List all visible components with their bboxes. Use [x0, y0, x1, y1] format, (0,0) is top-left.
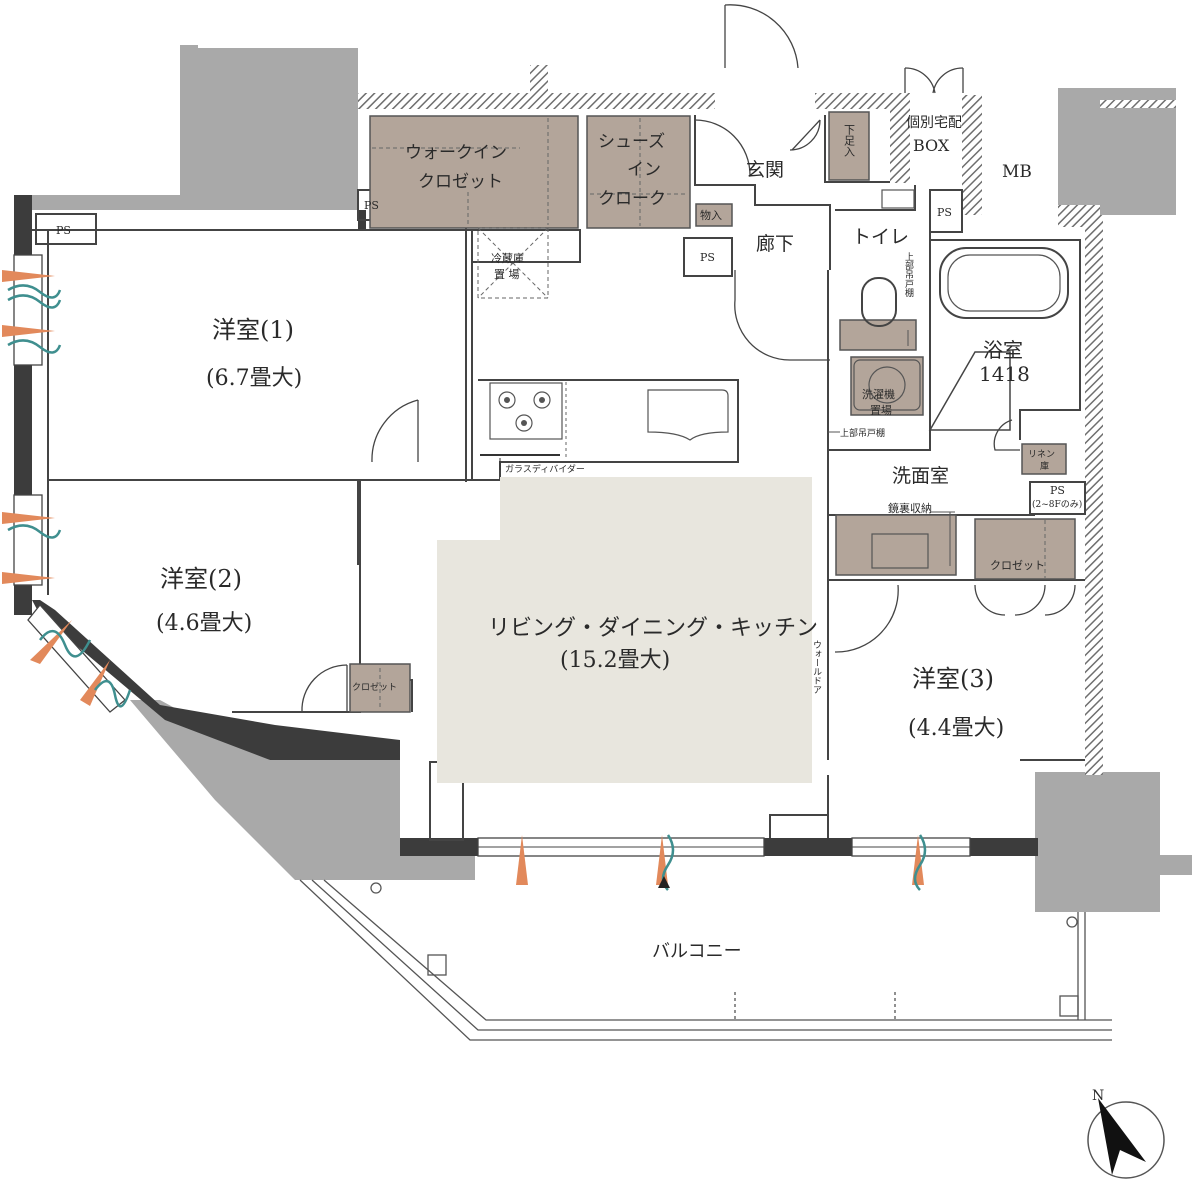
upper-cabinet-label: 上部吊戸棚: [840, 427, 885, 439]
room-balcony: バルコニー: [652, 941, 742, 962]
closet-label-3: クロゼット: [990, 559, 1045, 572]
ps-label-2: PS: [364, 199, 379, 212]
walkin-line2: クロゼット: [418, 172, 503, 192]
toilet-cabinet: [839, 319, 917, 351]
washer-line2: 置場: [870, 404, 892, 417]
room-hallway: 廊下: [756, 233, 794, 255]
ps-note-label: PS: [1050, 484, 1065, 497]
ps-label-1: PS: [56, 224, 71, 237]
compass: N: [1087, 1088, 1165, 1179]
bedroom3-closet-block: [974, 518, 1076, 580]
balcony-rails: [299, 879, 1112, 1041]
room-western1-size: (6.7畳大): [206, 366, 302, 391]
kitchen-counter: [477, 227, 729, 470]
airflow-markers: [2, 270, 927, 891]
fridge-line2: 置 場: [494, 268, 520, 281]
vanity-counter: [835, 514, 957, 576]
room-western3-name: 洋室(3): [912, 665, 994, 693]
room-washroom: 洗面室: [892, 465, 949, 487]
storage-block: [695, 203, 733, 227]
shoebox-block: [828, 111, 870, 181]
glass-divider-label: ガラスディバイダー: [505, 463, 585, 475]
linen-line2: 庫: [1040, 460, 1049, 472]
room-toilet: トイレ: [852, 226, 909, 248]
room-ldk-size: (15.2畳大): [560, 648, 670, 673]
door-swings: [301, 4, 1076, 713]
shoes-line3: クローク: [598, 189, 666, 209]
room-western2-size: (4.6畳大): [156, 611, 252, 636]
room-mb: MB: [1002, 162, 1032, 182]
storage-label: 物入: [700, 208, 722, 222]
mirror-storage-label: 鏡裏収納: [888, 501, 932, 515]
closet-label-2: クロゼット: [352, 681, 397, 693]
bath-fixtures: [853, 189, 1069, 569]
washer-line1: 洗濯機: [862, 387, 895, 401]
closets: [349, 111, 1076, 713]
room-bath-name: 浴室: [983, 338, 1023, 362]
linen-line1: リネン: [1028, 449, 1055, 460]
ps-label-4: PS: [937, 206, 952, 219]
minor-labels: PS PS PS PS PS (2~8Fのみ) 物入 クロゼット クロゼット 冷…: [56, 124, 1082, 694]
wall-door-label: ウォールドア: [811, 640, 822, 694]
room-labels: 洋室(1) (6.7畳大) 洋室(2) (4.6畳大) 洋室(3) (4.4畳大…: [156, 115, 1032, 962]
shoes-line2: イン: [627, 160, 661, 180]
room-entrance: 玄関: [746, 159, 784, 181]
room-ldk-name: リビング・ダイニング・キッチン: [488, 616, 818, 641]
shoebox-label: 下足入: [843, 124, 856, 157]
room-bath-code: 1418: [979, 362, 1030, 386]
deliverybox-line1: 個別宅配: [906, 115, 962, 131]
room-western1-name: 洋室(1): [212, 316, 294, 344]
compass-north-label: N: [1092, 1088, 1104, 1104]
walkin-closet-block: [369, 115, 579, 229]
shoes-line1: シューズ: [598, 132, 665, 152]
linen-block: [1021, 443, 1067, 475]
leader-lines: [828, 330, 955, 566]
shoe-cloak-block: [586, 115, 691, 229]
room-western2-name: 洋室(2): [160, 565, 242, 593]
walkin-line1: ウォークイン: [405, 143, 507, 163]
ps-label-3: PS: [700, 251, 715, 264]
ps-note-floors: (2~8Fのみ): [1032, 499, 1082, 510]
structural-slabs: [14, 45, 1192, 912]
ldk-floor: [437, 477, 812, 783]
upper-cabinet-vertical-label: 上部吊戸棚: [903, 252, 914, 298]
fridge-line1: 冷蔵庫: [491, 251, 524, 265]
closet-rails: [372, 118, 1046, 710]
room-western3-size: (4.4畳大): [908, 716, 1004, 741]
deliverybox-line2: BOX: [913, 136, 950, 155]
hatched-walls: [358, 65, 1176, 775]
